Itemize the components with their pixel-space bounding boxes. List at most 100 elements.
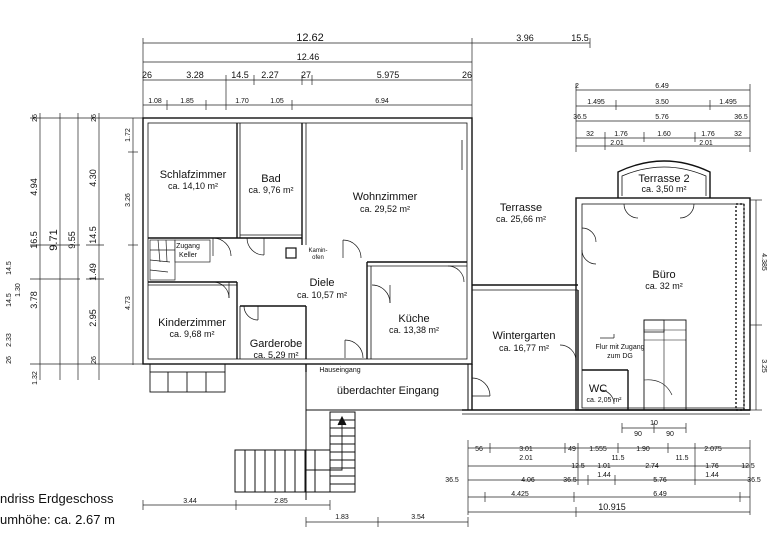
dim-topR2-4: 32 — [734, 131, 742, 138]
dim-bot4-1: 6.49 — [653, 491, 667, 498]
dim-top4-1: 1.85 — [180, 98, 194, 105]
dim-bot3-1: 4.06 — [521, 477, 535, 484]
dim-left3-6: 26 — [91, 356, 98, 364]
dim-top3-5: 5.975 — [377, 70, 400, 80]
label-keller: Keller — [179, 252, 198, 259]
dim-left-2: 16.5 — [29, 231, 39, 249]
dim-top3-2: 14.5 — [231, 70, 249, 80]
dim-top4-4: 6.94 — [375, 98, 389, 105]
dim-bot2b-0: 1.44 — [597, 472, 611, 479]
extension-walls — [462, 160, 751, 415]
dim-bot1-0: 56 — [475, 446, 483, 453]
room-area-buero: ca. 32 m² — [645, 281, 683, 291]
dim-bot1-3: 1.555 — [589, 446, 607, 453]
room-area-bad: ca. 9,76 m² — [248, 185, 293, 195]
dim-topR2-2: 1.60 — [657, 131, 671, 138]
label-hauseingang: Hauseingang — [319, 367, 360, 374]
dim-bot1-2: 49 — [568, 446, 576, 453]
room-name-wc: WC — [589, 383, 607, 395]
dim-left3-0: 26 — [91, 114, 98, 122]
dim-top3-3: 2.27 — [261, 70, 279, 80]
room-name-diele: Diele — [309, 277, 334, 289]
dim-left3-1: 4.30 — [88, 169, 98, 187]
dim-left-3: 14.5 — [6, 261, 13, 275]
plan-ceiling-height: umhöhe: ca. 2.67 m — [0, 512, 115, 527]
dim-left2-1: 9.55 — [67, 231, 77, 249]
dim-bot2-2: 2.74 — [645, 463, 659, 470]
dim-left-1: 4.94 — [29, 178, 39, 196]
room-name-garderobe: Garderobe — [250, 338, 303, 350]
dim-bot2b-1: 1.44 — [705, 472, 719, 479]
room-area-wohnzimmer: ca. 29,52 m² — [360, 204, 410, 214]
label-kamin: Kamin- — [308, 248, 327, 254]
dim-bot5: 10.915 — [598, 502, 626, 512]
dim-right-0: 4.385 — [760, 253, 767, 271]
dim-bot1-4: 1.90 — [636, 446, 650, 453]
dim-top4-0: 1.08 — [148, 98, 162, 105]
dim-bot3-4: 36.5 — [747, 477, 761, 484]
dim-left4-1: 3.26 — [125, 193, 132, 207]
entrance — [234, 363, 469, 500]
dim-top1b: 3.96 — [516, 33, 534, 43]
room-name-kinderzimmer: Kinderzimmer — [158, 317, 226, 329]
basement-stairs — [149, 239, 211, 281]
room-area-kinderzimmer: ca. 9,68 m² — [169, 329, 214, 339]
dim-bot1c-0: 10 — [650, 420, 658, 427]
label-ueberdachter-eingang: überdachter Eingang — [337, 385, 439, 397]
dim-bot2-0: 12.5 — [571, 463, 585, 470]
dim-left-7: 26 — [6, 356, 13, 364]
dim-topR-1: 6.49 — [655, 83, 669, 90]
dim-bot1b-0: 2.01 — [519, 455, 533, 462]
dim-topR-3: 3.50 — [655, 99, 669, 106]
dim-top4-3: 1.05 — [270, 98, 284, 105]
dim-left3-3: 1.30 — [15, 283, 22, 297]
room-name-wintergarten: Wintergarten — [493, 330, 556, 342]
dim-topR-4: 1.495 — [719, 99, 737, 106]
dim-topR3-1: 2.01 — [699, 140, 713, 147]
dim-botL-0: 3.44 — [183, 498, 197, 505]
dim-botL2-0: 1.83 — [335, 514, 349, 521]
dim-topR-5: 36.5 — [573, 114, 587, 121]
dim-top2: 12.46 — [297, 52, 320, 62]
dim-top3-6: 26 — [462, 70, 472, 80]
dim-topR-6: 5.76 — [655, 114, 669, 121]
dim-bot1c-2: 90 — [666, 431, 674, 438]
dimension-texts: 12.62 3.96 15.5 12.46 26 3.28 14.5 2.27 … — [6, 32, 767, 521]
dim-bot1-1: 3.01 — [519, 446, 533, 453]
dim-bot2-4: 12.5 — [741, 463, 755, 470]
room-area-terrasse2: ca. 3,50 m² — [641, 184, 686, 194]
extension-doors — [559, 203, 695, 405]
room-name-buero: Büro — [652, 269, 675, 281]
dim-topR-0: 2 — [575, 83, 579, 90]
dim-left2-0: 9.71 — [48, 229, 60, 250]
dim-left-0: 26 — [32, 114, 39, 122]
room-name-bad: Bad — [261, 173, 281, 185]
label-ofen: ofen — [312, 255, 324, 261]
plan-title: ndriss Erdgeschoss — [0, 491, 114, 506]
dim-bot3-2: 36.5 — [563, 477, 577, 484]
dim-top1: 12.62 — [296, 32, 324, 44]
label-zugang: Zugang — [176, 243, 200, 250]
room-name-kueche: Küche — [398, 313, 429, 325]
dim-left-4: 3.78 — [29, 291, 39, 309]
room-labels: Schlafzimmer ca. 14,10 m² Bad ca. 9,76 m… — [158, 169, 690, 404]
dim-top1c: 15.5 — [571, 33, 589, 43]
dim-left-8: 1.32 — [32, 371, 39, 385]
room-name-wohnzimmer: Wohnzimmer — [353, 191, 418, 203]
dim-left3-4: 1.49 — [88, 263, 98, 281]
dimension-lines — [30, 38, 762, 527]
dim-topR2-3: 1.76 — [701, 131, 715, 138]
room-area-wintergarten: ca. 16,77 m² — [499, 343, 549, 353]
room-area-diele: ca. 10,57 m² — [297, 290, 347, 300]
room-name-terrasse: Terrasse — [500, 202, 542, 214]
dim-left3-5: 2.95 — [88, 309, 98, 327]
dim-bot2-3: 1.76 — [705, 463, 719, 470]
dim-bot4-0: 4.425 — [511, 491, 529, 498]
dim-left4-0: 1.72 — [125, 128, 132, 142]
dim-top3-4: 27 — [301, 70, 311, 80]
dim-topR3-0: 2.01 — [610, 140, 624, 147]
dim-left4-2: 4.73 — [125, 296, 132, 310]
label-zum-dg: zum DG — [607, 353, 633, 360]
doors — [212, 237, 491, 397]
